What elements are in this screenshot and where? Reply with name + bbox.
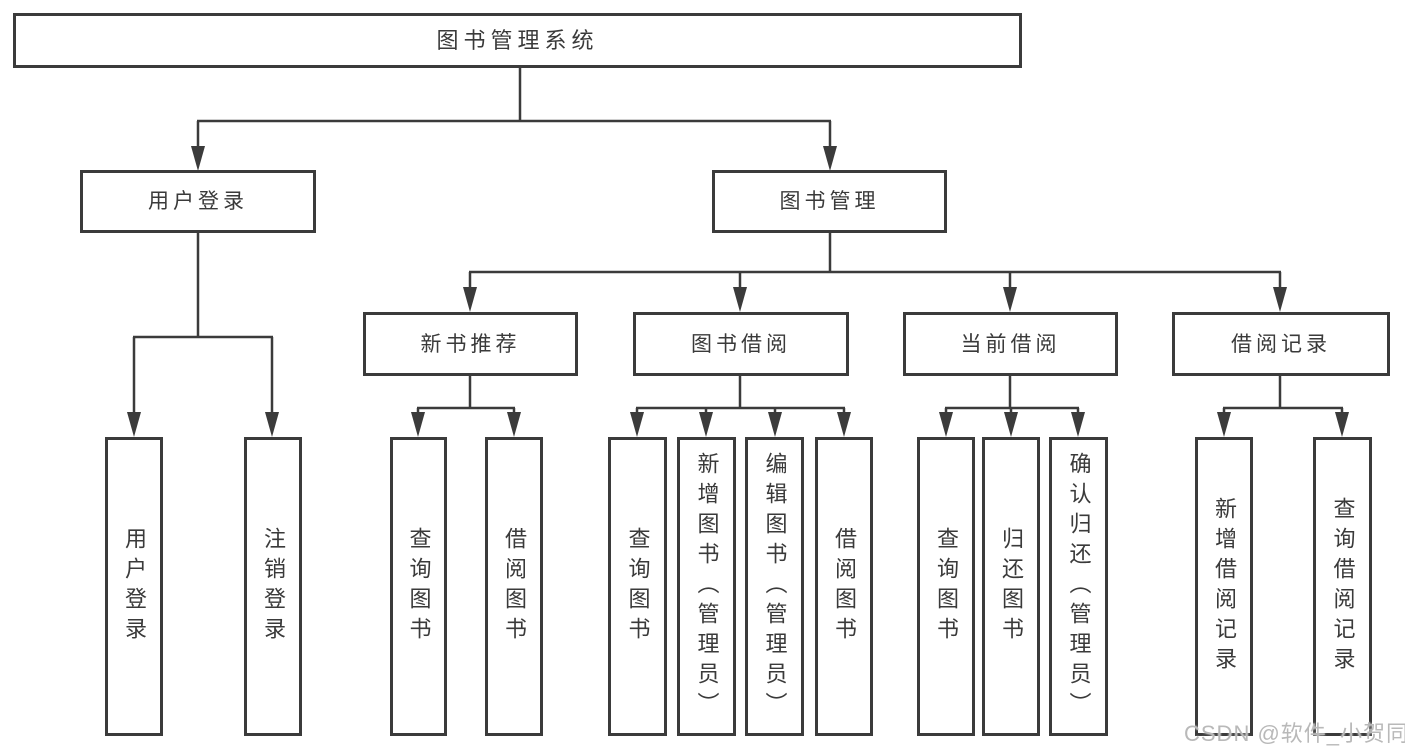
leaf-nb-borrow-books: 借阅图书	[485, 437, 543, 736]
node-library-system: 图书管理系统	[13, 13, 1022, 68]
leaf-bb-query-books: 查询图书	[608, 437, 667, 736]
node-current-borrowing: 当前借阅	[903, 312, 1118, 376]
arrowheads	[127, 146, 1349, 437]
node-book-borrowing: 图书借阅	[633, 312, 849, 376]
node-borrowing-records: 借阅记录	[1172, 312, 1390, 376]
watermark: CSDN @软件_小贺同学	[1184, 721, 1405, 746]
leaf-user-login: 用户登录	[105, 437, 163, 736]
leaf-br-query-record: 查询借阅记录	[1313, 437, 1372, 736]
leaf-cb-confirm-return-admin: 确认归还（管理员）	[1049, 437, 1108, 736]
node-user-login: 用户登录	[80, 170, 316, 233]
node-book-management: 图书管理	[712, 170, 947, 233]
leaf-bb-borrow-books: 借阅图书	[815, 437, 873, 736]
leaf-bb-edit-books-admin: 编辑图书（管理员）	[745, 437, 804, 736]
node-new-book-recommend: 新书推荐	[363, 312, 578, 376]
leaf-bb-add-books-admin: 新增图书（管理员）	[677, 437, 736, 736]
leaf-cb-query-books: 查询图书	[917, 437, 975, 736]
leaf-cb-return-books: 归还图书	[982, 437, 1040, 736]
connector-paths	[132, 68, 1344, 420]
leaf-nb-query-books: 查询图书	[390, 437, 447, 736]
leaf-logout: 注销登录	[244, 437, 302, 736]
leaf-br-add-record: 新增借阅记录	[1195, 437, 1253, 736]
